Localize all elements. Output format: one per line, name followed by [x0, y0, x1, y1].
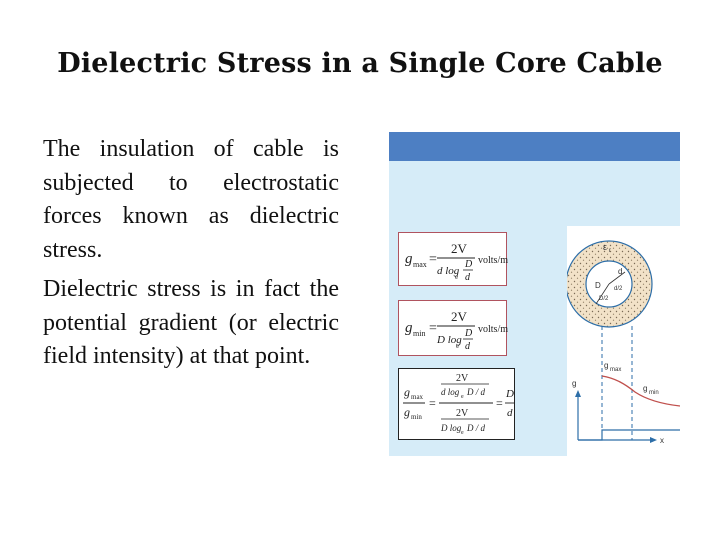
label-D-over-2: D/2 — [599, 296, 609, 302]
ratio-top-symbol: g — [404, 385, 410, 399]
slide-title: Dielectric Stress in a Single Core Cable — [57, 48, 663, 79]
ratio-num-den-sub: e — [461, 394, 464, 400]
gmin-frac-num: D — [464, 328, 473, 339]
ratio-result-den: d — [507, 407, 513, 419]
cable-cross-section-diagram: ε r d D D/2 d/2 g x g max g min — [567, 226, 680, 456]
ratio-den-den-tail: D / d — [466, 423, 486, 433]
gmin-den-prefix: D log — [436, 334, 462, 346]
gmax-frac-den: d — [465, 272, 471, 283]
equation-ratio: g max g min = 2V d log e D / d 2V D log … — [398, 368, 515, 440]
label-d-over-2: d/2 — [614, 286, 623, 292]
gmin-numerator: 2V — [451, 309, 468, 324]
gmax-symbol: g — [405, 251, 413, 267]
equation-gmax: g max = 2V d log e D d volts/m — [398, 232, 508, 286]
figure-header-bar — [389, 132, 680, 161]
label-d: d — [618, 267, 622, 276]
label-epsilon: ε — [603, 242, 607, 252]
ratio-top-subscript: max — [411, 393, 424, 401]
label-x-axis: x — [660, 436, 664, 445]
gmin-den-sub: e — [456, 342, 459, 350]
gmin-equals: = — [429, 321, 437, 336]
cable-figure: g max = 2V d log e D d volts/m g min = 2… — [389, 132, 680, 456]
gmin-frac-den: d — [465, 341, 471, 352]
field-baseline — [578, 429, 680, 441]
gmax-unit: volts/m — [478, 255, 508, 266]
label-epsilon-sub: r — [609, 248, 611, 254]
ratio-bottom-subscript: min — [411, 413, 422, 421]
ratio-num-den: d log — [441, 387, 460, 397]
ratio-bottom-symbol: g — [404, 405, 410, 419]
ratio-num-den-tail: D / d — [466, 387, 486, 397]
gmax-den-prefix: d log — [437, 265, 460, 277]
label-gmin: g — [643, 384, 647, 393]
gmin-symbol: g — [405, 320, 413, 336]
gmin-unit: volts/m — [478, 324, 508, 335]
stress-curve — [601, 375, 680, 407]
gmax-subscript: max — [413, 260, 427, 269]
ratio-den-den: D log — [440, 423, 462, 433]
ratio-equals: = — [429, 396, 436, 410]
label-gmax-sub: max — [610, 367, 621, 373]
gmax-numerator: 2V — [451, 241, 468, 256]
ratio-den-num: 2V — [456, 408, 469, 419]
equation-gmin: g min = 2V D log e D d volts/m — [398, 300, 508, 356]
body-text: The insulation of cable is subjected to … — [43, 133, 339, 380]
gmax-equals: = — [429, 252, 437, 267]
paragraph-gradient: Dielectric stress is in fact the potenti… — [43, 276, 339, 369]
label-D: D — [595, 281, 601, 290]
gmax-den-sub: e — [455, 273, 458, 281]
label-gmin-sub: min — [649, 390, 659, 396]
label-gmax: g — [604, 361, 608, 370]
ratio-num-num: 2V — [456, 373, 469, 384]
paragraph-definition: The insulation of cable is subjected to … — [43, 136, 339, 263]
gmin-subscript: min — [413, 329, 425, 338]
ratio-equals-2: = — [496, 396, 503, 410]
gmax-frac-num: D — [464, 259, 473, 270]
label-g-axis: g — [572, 379, 576, 388]
ratio-result-num: D — [505, 388, 514, 400]
ratio-den-den-sub: e — [461, 430, 464, 436]
